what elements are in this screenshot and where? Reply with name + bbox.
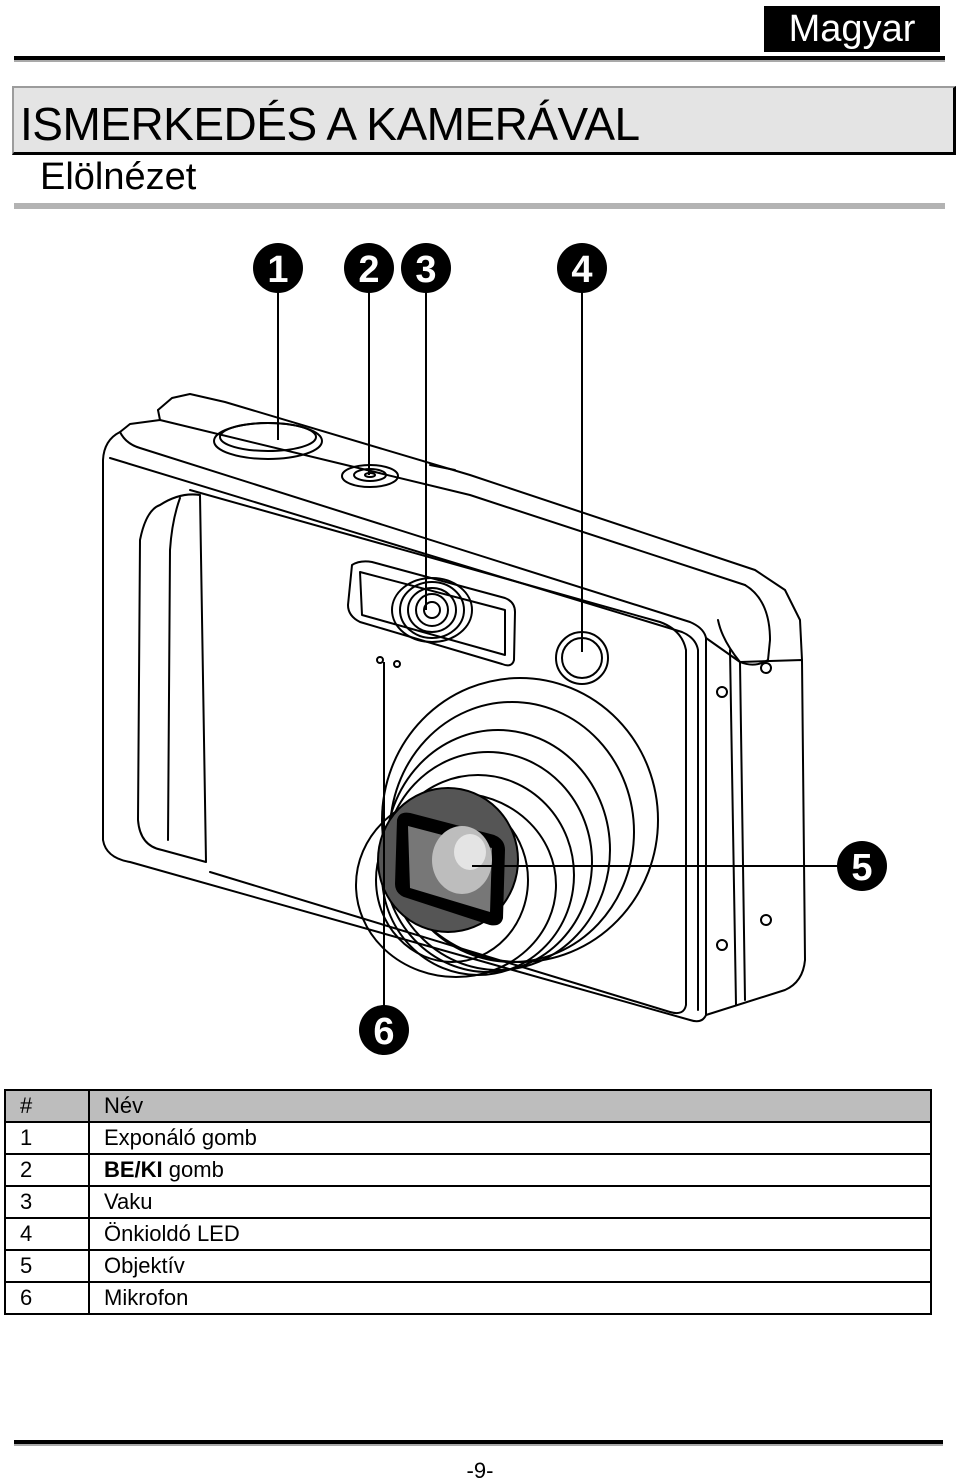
row-name: Vaku bbox=[88, 1185, 932, 1219]
row-name-bold: BE/KI bbox=[104, 1157, 163, 1182]
table-row: 5 Objektív bbox=[4, 1249, 932, 1283]
row-number: 4 bbox=[4, 1217, 90, 1251]
header-rule bbox=[14, 56, 945, 60]
section-subtitle: Elölnézet bbox=[40, 156, 197, 198]
callout-2: 2 bbox=[358, 249, 379, 291]
row-number: 2 bbox=[4, 1153, 90, 1187]
row-number: 1 bbox=[4, 1121, 90, 1155]
callout-markers: 1 2 3 4 5 6 bbox=[253, 243, 887, 1055]
parts-table: # Név 1 Exponáló gomb 2 BE/KI gomb 3 Vak… bbox=[4, 1089, 932, 1315]
callout-1: 1 bbox=[267, 249, 288, 291]
table-row: 6 Mikrofon bbox=[4, 1281, 932, 1315]
row-number: 6 bbox=[4, 1281, 90, 1315]
table-header-number: # bbox=[4, 1089, 90, 1123]
table-row: 1 Exponáló gomb bbox=[4, 1121, 932, 1155]
table-row: 4 Önkioldó LED bbox=[4, 1217, 932, 1251]
row-name: BE/KI gomb bbox=[88, 1153, 932, 1187]
footer-rule bbox=[14, 1440, 943, 1444]
subtitle-rule bbox=[14, 203, 945, 209]
camera-front-view-diagram: 1 2 3 4 5 6 bbox=[102, 243, 887, 1055]
language-badge: Magyar bbox=[764, 6, 940, 52]
footer-rule-shadow bbox=[14, 1444, 943, 1446]
row-name: Önkioldó LED bbox=[88, 1217, 932, 1251]
header-rule-shadow bbox=[14, 60, 945, 62]
table-row: 3 Vaku bbox=[4, 1185, 932, 1219]
section-title: ISMERKEDÉS A KAMERÁVAL bbox=[20, 98, 640, 150]
table-header-row: # Név bbox=[4, 1089, 932, 1123]
row-name: Objektív bbox=[88, 1249, 932, 1283]
page-number: -9- bbox=[466, 1458, 494, 1483]
row-name: Exponáló gomb bbox=[88, 1121, 932, 1155]
row-number: 3 bbox=[4, 1185, 90, 1219]
table-header-name: Név bbox=[88, 1089, 932, 1123]
section-title-box bbox=[12, 86, 956, 155]
callout-5: 5 bbox=[851, 847, 872, 889]
row-number: 5 bbox=[4, 1249, 90, 1283]
table-row: 2 BE/KI gomb bbox=[4, 1153, 932, 1187]
callout-3: 3 bbox=[415, 249, 436, 291]
row-name: Mikrofon bbox=[88, 1281, 932, 1315]
callout-4: 4 bbox=[571, 249, 592, 291]
row-name-rest: gomb bbox=[162, 1157, 224, 1182]
callout-6: 6 bbox=[373, 1011, 394, 1053]
